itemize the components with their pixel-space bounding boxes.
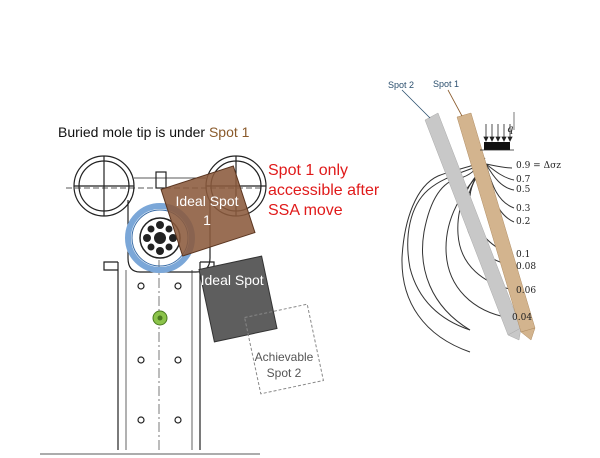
caption-accent: Spot 1: [208, 124, 250, 140]
left-wheel: [73, 155, 135, 217]
isobar-label: 0.3: [516, 204, 531, 214]
isobar-label: 0.04: [512, 313, 533, 323]
spot-1-tag: Spot 1: [433, 79, 460, 89]
spot1-access-note: Spot 1 only accessible after SSA move: [268, 162, 380, 219]
lander-drawing: [40, 155, 267, 455]
isobar-label: 0.5: [516, 185, 531, 195]
ideal-spot-1-box: [160, 165, 256, 257]
isobar-label: 0.08: [516, 262, 537, 272]
isobar-label: 0.9 = Δσz: [516, 161, 561, 171]
green-marker: [152, 310, 168, 326]
ideal-spot-2-label: Ideal Spot 2: [200, 272, 276, 288]
ideal-spot-1-label: Ideal Spot 1: [175, 193, 239, 228]
isobar-label: 0.1: [516, 250, 531, 260]
hub: [139, 217, 181, 259]
achievable-spot-2-label: Achievable Spot 2: [254, 350, 314, 380]
stress-diagram: [401, 89, 536, 353]
load-label: q: [507, 124, 514, 135]
caption-buried-mole: Buried mole tip is under Spot 1: [58, 124, 249, 140]
isobar-label: 0.2: [516, 217, 531, 227]
isobar-label: 0.06: [516, 286, 537, 296]
achievable-spot-2-box: [243, 303, 325, 395]
ideal-spot-2-box: [198, 255, 278, 343]
isobar-label: 0.7: [516, 175, 531, 185]
caption-prefix: Buried mole tip is under: [58, 124, 209, 140]
spot-2-tag: Spot 2: [388, 80, 415, 90]
footing: [484, 142, 510, 150]
